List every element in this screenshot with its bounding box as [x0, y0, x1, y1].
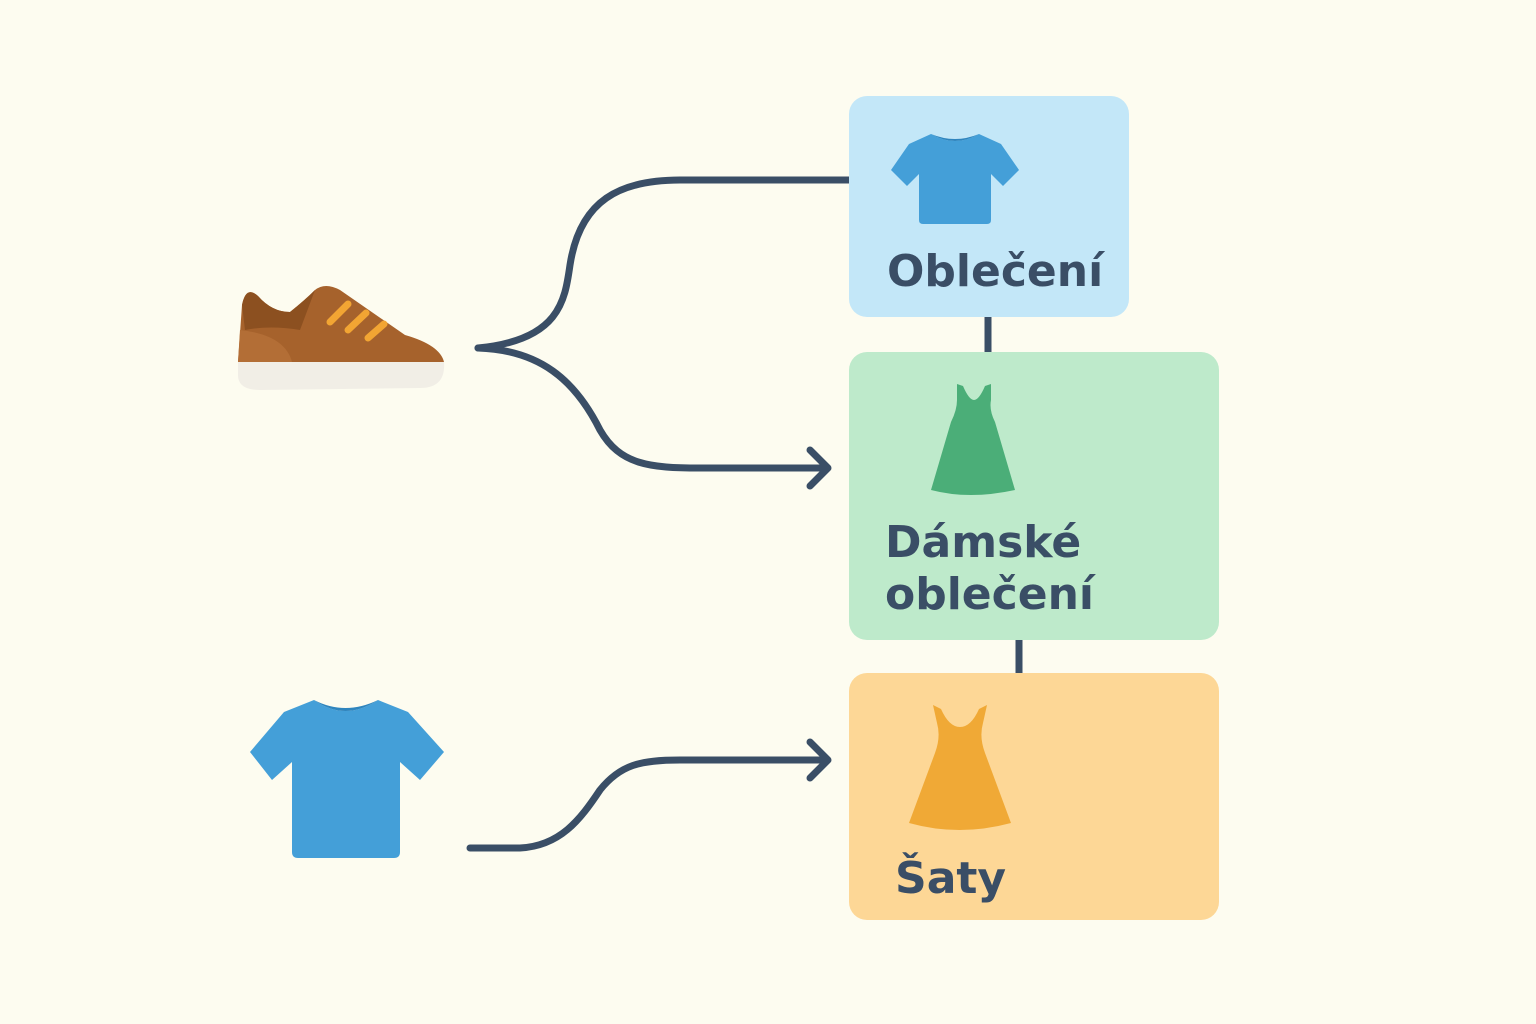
node-damske-obleceni: Dámské oblečení — [849, 352, 1219, 640]
node-label-damske-obleceni: Dámské oblečení — [885, 517, 1094, 620]
edge-tshirt-to-saty — [466, 756, 830, 852]
node-obleceni: Oblečení — [849, 96, 1129, 317]
node-saty: Šaty — [849, 673, 1219, 920]
node-label-saty: Šaty — [895, 853, 1007, 904]
sneaker-icon — [238, 286, 445, 390]
node-label-obleceni: Oblečení — [887, 246, 1104, 297]
edge-shoe-to-obleceni — [474, 176, 853, 352]
t-shirt-icon — [250, 700, 444, 858]
arrowhead-saty — [806, 738, 832, 782]
dress-icon — [931, 384, 1015, 495]
edge-shoe-to-damske — [474, 344, 830, 472]
dress-icon — [909, 705, 1011, 830]
arrowhead-damske — [806, 446, 832, 490]
t-shirt-icon — [891, 134, 1019, 224]
